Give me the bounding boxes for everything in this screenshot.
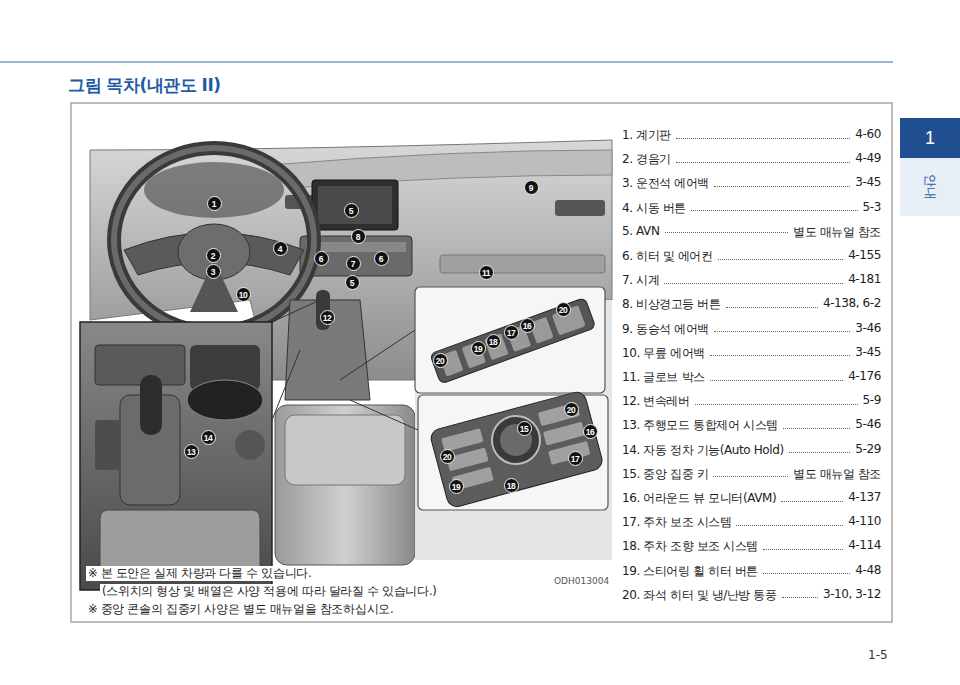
dot-leader [713,476,788,477]
page-reference: 4-48 [855,563,881,577]
callout-number: 20 [556,302,571,317]
dot-leader [710,380,843,381]
page-reference: 3-45 [855,345,881,359]
figure-code: ODH013004 [552,576,611,586]
index-entry: 20. 좌석 히터 및 냉/난방 통풍 [622,587,777,604]
page-reference: 5-9 [863,393,881,407]
index-entry: 19. 스티어링 휠 히터 버튼 [622,563,758,580]
index-entry: 6. 히터 및 에어컨 [622,248,713,265]
index-entry: 8. 비상경고등 버튼 [622,296,721,313]
index-entry: 12. 변속레버 [622,393,690,410]
dot-leader [782,597,818,598]
page-reference: 5-29 [855,442,881,456]
dot-leader [695,404,858,405]
callout-number: 15 [517,421,532,436]
callout-number: 17 [504,325,519,340]
page-reference: 3-45 [855,175,881,189]
callout-number: 3 [206,264,221,279]
callout-number: 5 [345,275,360,290]
dot-leader [763,573,850,574]
page-reference: 4-176 [848,369,881,383]
callout-number: 17 [568,451,583,466]
callout-number: 10 [236,287,251,302]
page-reference: 4-137 [848,490,881,504]
callout-number: 5 [344,203,359,218]
callout-number: 20 [440,449,455,464]
page-reference: 별도 매뉴얼 참조 [793,466,881,483]
callout-number: 16 [583,424,598,439]
dot-leader [676,138,850,139]
callout-number: 9 [524,180,539,195]
page-reference: 4-60 [855,127,881,141]
dot-leader [714,331,850,332]
callout-number: 11 [479,265,494,280]
index-entry: 3. 운전석 에어백 [622,175,709,192]
callout-number: 4 [273,241,288,256]
index-entry: 11. 글로브 박스 [622,369,705,386]
callout-number: 16 [520,318,535,333]
index-entry: 16. 어라운드 뷰 모니터(AVM) [622,490,776,507]
callout-number: 13 [184,444,199,459]
callout-number: 19 [471,341,486,356]
dot-leader [781,501,843,502]
page-reference: 별도 매뉴얼 참조 [793,224,881,241]
dot-leader [726,307,818,308]
dot-leader [714,186,850,187]
chapter-number: 1 [900,118,960,158]
dot-leader [789,452,851,453]
page-reference: 5-3 [863,200,881,214]
page-reference: 5-46 [855,417,881,431]
page-reference: 4-138, 6-2 [823,296,881,310]
index-entry: 13. 주행모드 통합제어 시스템 [622,417,778,434]
callout-number: 14 [201,430,216,445]
index-entry: 14. 자동 정차 기능(Auto Hold) [622,442,784,459]
index-entry: 10. 무릎 에어백 [622,345,705,362]
callout-number: 12 [320,310,335,325]
dot-leader [763,549,843,550]
page-reference: 4-155 [848,248,881,262]
index-entry: 9. 동승석 에어백 [622,321,709,338]
index-entry: 1. 계기판 [622,127,671,144]
dot-leader [664,283,843,284]
dot-leader [676,162,850,163]
index-entry: 15. 중앙 집중 키 [622,466,708,483]
dot-leader [736,525,843,526]
callout-number: 20 [564,402,579,417]
chapter-tab: 1 안내 [900,118,960,216]
page-reference: 4-181 [848,272,881,286]
callout-number: 18 [486,334,501,349]
chapter-label-band: 안내 [900,158,960,216]
note-text: (스위치의 형상 및 배열은 사양 적용에 따라 달라질 수 있습니다.) [100,584,438,599]
dot-leader [691,210,858,211]
callout-number: 18 [504,478,519,493]
callout-number: 2 [206,248,221,263]
index-entry: 2. 경음기 [622,151,671,168]
chapter-label: 안내 [921,174,939,200]
index-entry: 18. 주차 조향 보조 시스템 [622,538,758,555]
callout-number: 8 [351,229,366,244]
dot-leader [718,259,844,260]
note-text: ※ 본 도안은 실제 차량과 다를 수 있습니다. [86,566,313,581]
dot-leader [783,428,851,429]
page-number: 1-5 [868,648,888,662]
page-reference: 4-114 [848,538,881,552]
page-reference: 4-110 [848,514,881,528]
index-entry: 4. 시동 버튼 [622,200,686,217]
callout-number: 6 [374,251,389,266]
dot-leader [710,355,851,356]
callout-number: 20 [433,353,448,368]
index-entry: 17. 주차 보조 시스템 [622,514,731,531]
callout-number: 6 [314,251,329,266]
index-entry: 7. 시계 [622,272,659,289]
page-reference: 3-10, 3-12 [823,587,881,601]
callout-number: 19 [449,479,464,494]
callout-number: 1 [207,196,222,211]
index-entry: 5. AVN [622,224,660,238]
note-text: ※ 중앙 콘솔의 집중키 사양은 별도 매뉴얼을 참조하십시오. [86,602,395,617]
callout-number: 7 [346,256,361,271]
page-title: 그림 목차(내관도 II) [68,74,221,97]
page-reference: 3-46 [855,321,881,335]
page-reference: 4-49 [855,151,881,165]
dot-leader [665,232,788,233]
